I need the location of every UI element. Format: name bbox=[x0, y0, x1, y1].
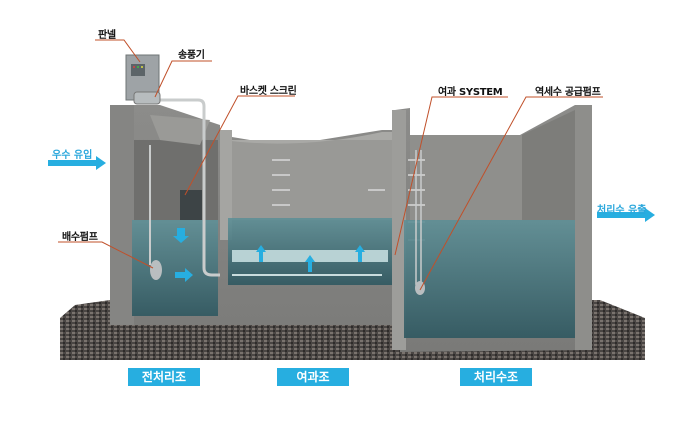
outflow-label: 처리수 유출 bbox=[597, 205, 647, 216]
air-pipe bbox=[160, 98, 220, 277]
filter-tank-back-wall bbox=[222, 140, 392, 220]
tank-label-pretreatment: 전처리조 bbox=[128, 368, 200, 386]
inflow-arrow-icon bbox=[48, 156, 106, 170]
panel-indicator-icons bbox=[131, 64, 145, 76]
treatment-water bbox=[404, 220, 575, 338]
callout-basket-screen: 바스켓 스크린 bbox=[240, 86, 297, 97]
tank-label-treated-water: 처리수조 bbox=[460, 368, 532, 386]
outflow-arrow-icon bbox=[597, 208, 655, 222]
inflow-label: 우수 유입 bbox=[52, 150, 93, 161]
callout-backwash-pump: 역세수 공급펌프 bbox=[535, 87, 601, 98]
tank-label-filtration: 여과조 bbox=[277, 368, 349, 386]
callout-drain-pump: 배수펌프 bbox=[62, 232, 98, 243]
arrow-up-icon bbox=[256, 245, 266, 262]
arrow-up-icon bbox=[355, 245, 365, 262]
basket-screen bbox=[180, 190, 202, 220]
arrow-right-icon bbox=[175, 268, 193, 282]
callout-leaders bbox=[58, 39, 603, 291]
drain-pump bbox=[150, 260, 162, 280]
callout-filter-system: 여과 SYSTEM bbox=[438, 87, 503, 98]
callout-blower: 송풍기 bbox=[178, 50, 205, 61]
blower bbox=[133, 91, 161, 105]
flow-arrows bbox=[48, 156, 655, 282]
arrow-up-icon bbox=[305, 255, 315, 272]
arrow-down-icon bbox=[173, 228, 189, 243]
callout-panel: 판넬 bbox=[98, 30, 116, 41]
